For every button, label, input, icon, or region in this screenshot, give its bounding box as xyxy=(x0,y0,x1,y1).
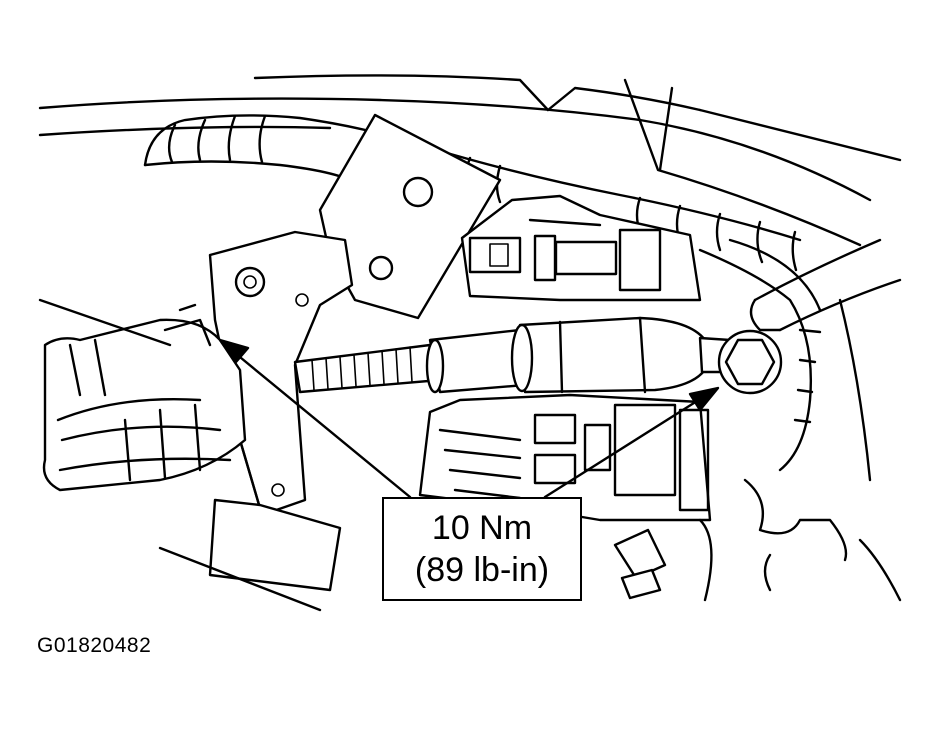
torque-imperial-label: (89 lb-in) xyxy=(414,551,550,589)
lower-bracket xyxy=(158,498,342,612)
wiring-harness-left xyxy=(38,298,247,492)
sensor-hex-nut xyxy=(717,329,783,395)
lower-right-fitting xyxy=(613,298,902,602)
upper-panel xyxy=(38,74,902,247)
figure-id-label: G01820482 xyxy=(37,634,152,657)
sensor-assembly xyxy=(293,316,734,394)
leader-arrow-left xyxy=(218,338,412,499)
electrical-connector-upper xyxy=(460,194,702,302)
torque-spec-callout: 10 Nm (89 lb-in) xyxy=(382,497,582,601)
torque-metric-label: 10 Nm xyxy=(431,509,533,547)
leader-arrow-right xyxy=(543,386,720,499)
